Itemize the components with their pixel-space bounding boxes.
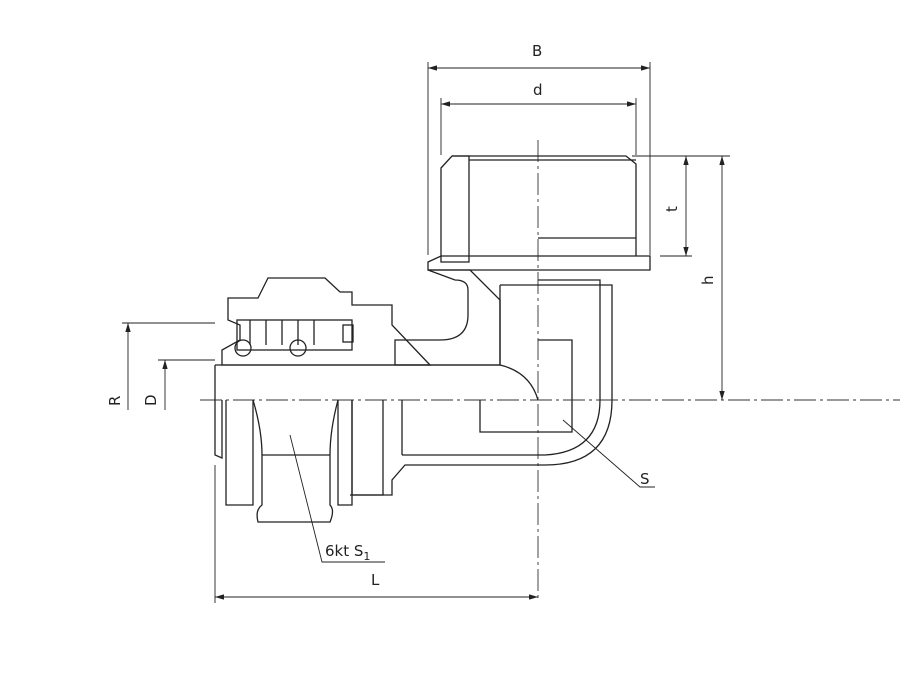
dim-label-D: D (142, 394, 160, 406)
dim-label-L: L (371, 571, 380, 589)
male-thread-section (394, 155, 651, 366)
s1-prefix: 6kt S (325, 542, 363, 560)
dim-label-R: R (106, 396, 124, 406)
o-ring-2 (289, 339, 307, 357)
seal-ring (342, 324, 354, 343)
dim-label-d: d (533, 81, 543, 99)
dim-label-B: B (532, 42, 542, 60)
compression-nut-section (214, 277, 500, 523)
centerlines (200, 140, 900, 600)
dim-label-S: S (640, 470, 650, 488)
dimension-lines (122, 62, 730, 603)
dim-label-h: h (699, 275, 717, 285)
dim-label-t: t (663, 206, 681, 212)
dim-label-S1: 6kt S1 (325, 542, 370, 563)
o-ring-1 (234, 339, 252, 357)
s1-subscript: 1 (363, 550, 370, 563)
elbow-body (350, 279, 613, 496)
